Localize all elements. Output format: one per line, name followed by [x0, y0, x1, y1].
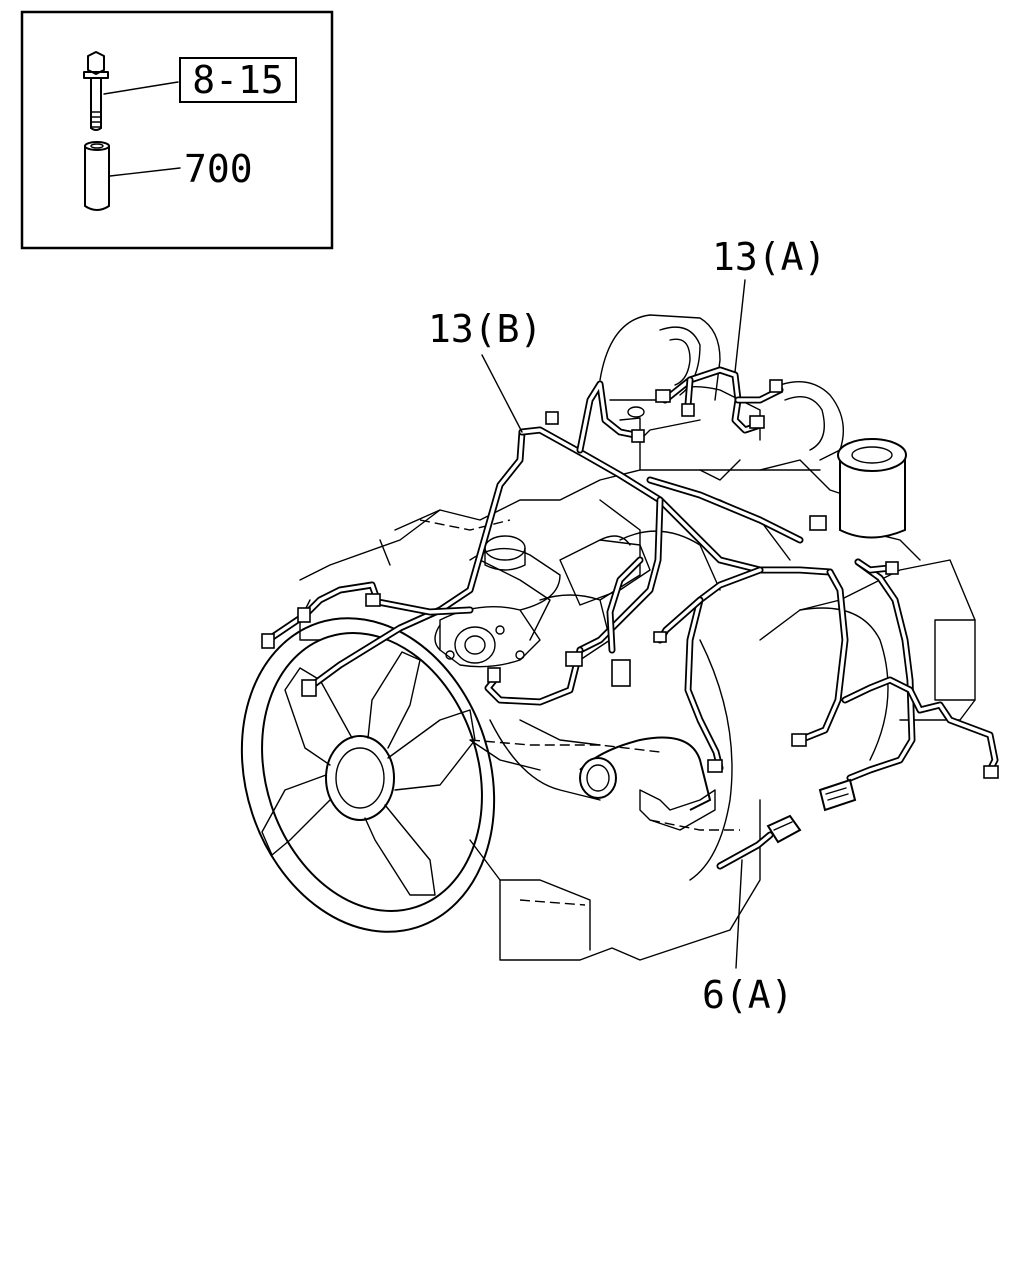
exhaust-elbow	[579, 736, 716, 831]
harness-13a	[565, 366, 999, 812]
leader-line	[103, 81, 179, 95]
callout-13a-label: 13(A)	[712, 235, 826, 279]
leader-line	[109, 167, 181, 177]
callout-13a: 13(A)	[712, 235, 826, 373]
cooling-fan	[240, 617, 496, 933]
callout-700: 700	[184, 147, 253, 191]
bolt-icon	[83, 51, 109, 131]
leader-line	[735, 859, 743, 969]
engine-block	[299, 314, 976, 961]
collar-icon	[84, 141, 110, 211]
inset-frame	[20, 10, 334, 250]
callout-6a: 6(A)	[702, 859, 794, 1017]
leader-line	[734, 279, 746, 373]
harness-plug	[818, 778, 857, 812]
callout-8-15: 8-15	[192, 58, 284, 102]
callout-13b: 13(B)	[428, 307, 542, 433]
sensor-6a	[716, 814, 802, 870]
callout-13b-label: 13(B)	[428, 307, 542, 351]
callout-6a-label: 6(A)	[702, 973, 794, 1017]
leader-line	[481, 354, 523, 433]
inset-panel: 8-15 700	[20, 10, 334, 250]
filter-canister	[837, 438, 907, 539]
harness-13b	[261, 380, 834, 706]
callout-box	[179, 57, 297, 103]
